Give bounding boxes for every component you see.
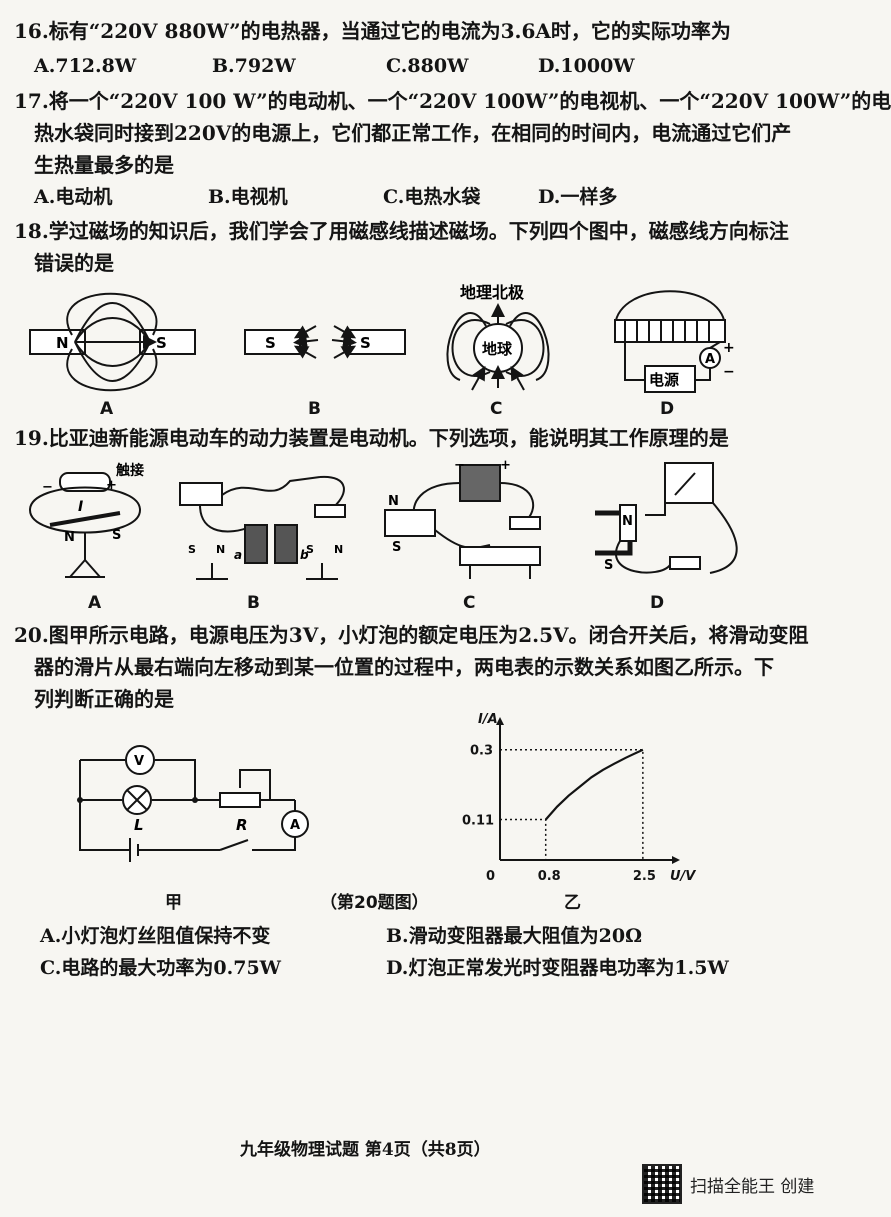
q20-voltmeter-symbol xyxy=(125,745,155,775)
q18-caption-d: D xyxy=(660,399,675,419)
q20-circuit-diagram: V A L R xyxy=(77,745,309,862)
q20-iu-graph: U/V I/A 0 0.8 2.5 0.11 0.3 xyxy=(462,712,696,884)
q19-fig-b-a-label: a xyxy=(234,548,242,562)
q19-fig-a-north-label: N xyxy=(64,530,75,545)
page-footer: 九年级物理试题 第4页（共8页） xyxy=(240,1140,491,1160)
q18-fig-b xyxy=(244,325,406,359)
q19-fig-a-plus-label: + xyxy=(106,478,117,493)
q19-fig-b-south-label-1: S xyxy=(188,543,196,556)
scanner-stamp-text: 扫描全能王 创建 xyxy=(690,1176,815,1197)
q19-fig-b xyxy=(179,475,346,580)
exam-page: 16.标有“220V 880W”的电热器，当通过它的电流为3.6A时，它的实际功… xyxy=(14,19,891,1206)
q18-fig-d-plus-label: + xyxy=(723,340,735,356)
q18-fig-d-power-label: 电源 xyxy=(649,371,679,389)
q17-option-c: C.电热水袋 xyxy=(383,186,481,208)
q19-fig-c xyxy=(384,464,541,579)
q19-fig-a-minus-label: − xyxy=(42,480,53,495)
q19-fig-d-north-label: N xyxy=(622,514,633,529)
q16-option-c: C.880W xyxy=(386,55,469,77)
q19-fig-a-touch-label: 触接 xyxy=(115,462,144,479)
q18-figures: N S S S 地理北极 地球 xyxy=(29,283,735,393)
q20-ammeter-label: A xyxy=(290,818,300,833)
x-tick-label-max: 2.5 xyxy=(633,869,656,884)
x-tick-label-min: 0.8 xyxy=(538,869,561,884)
q19-fig-a xyxy=(29,472,142,578)
q19-figures: 触接 + − I N S S N a b S N xyxy=(29,458,738,580)
q17-stem-line1: 17.将一个“220V 100 W”的电动机、一个“220V 100W”的电视机… xyxy=(14,89,891,113)
q18-fig-d-ammeter-label: A xyxy=(705,352,715,367)
q19-caption-c: C xyxy=(463,593,476,613)
q20-stem-line3: 列判断正确的是 xyxy=(34,687,174,711)
q18-caption-b: B xyxy=(308,399,321,419)
q20-junction-left xyxy=(77,797,83,803)
q19-caption-b: B xyxy=(247,593,260,613)
q19-fig-c-south-label: S xyxy=(392,540,401,555)
series-line-iu xyxy=(544,748,644,821)
q18-fig-d-minus-label: − xyxy=(723,364,735,380)
q19-fig-c-north-label: N xyxy=(388,494,399,509)
q20-caption-mid: （第20题图） xyxy=(320,893,429,913)
y-tick-label-min: 0.11 xyxy=(462,814,494,829)
q20-junction-right xyxy=(192,797,198,803)
guide-max xyxy=(500,748,644,860)
q20-caption-left: 甲 xyxy=(165,893,182,913)
q18-caption-a: A xyxy=(100,399,114,419)
q18-fig-a xyxy=(29,292,196,392)
qr-code-icon xyxy=(642,1164,682,1204)
q20-option-d: D.灯泡正常发光时变阻器电功率为1.5W xyxy=(386,957,729,979)
y-axis-label: I/A xyxy=(478,712,498,727)
q18-fig-b-south-label-left: S xyxy=(265,334,276,352)
q18-fig-b-south-label-right: S xyxy=(360,334,371,352)
q18-fig-c-geo-north-label: 地理北极 xyxy=(460,283,525,302)
q17-option-b: B.电视机 xyxy=(208,186,288,208)
q20-stem-line1: 20.图甲所示电路，电源电压为3V，小灯泡的额定电压为2.5V。闭合开关后，将滑… xyxy=(14,623,809,647)
q20-lamp-cross xyxy=(126,789,148,811)
q20-stem-line2: 器的滑片从最右端向左移动到某一位置的过程中，两电表的示数关系如图乙所示。下 xyxy=(34,655,774,679)
q19-fig-d xyxy=(595,462,738,574)
q16-option-b: B.792W xyxy=(212,55,296,77)
q16-option-a: A.712.8W xyxy=(34,55,137,77)
q16-option-d: D.1000W xyxy=(538,55,635,77)
q20-ammeter-symbol xyxy=(281,810,309,838)
q19-fig-a-current-label: I xyxy=(78,499,83,515)
q20-option-b: B.滑动变阻器最大阻值为20Ω xyxy=(386,925,643,947)
q18-fig-c xyxy=(446,303,550,391)
q19-fig-d-south-label: S xyxy=(604,558,613,573)
q18-fig-c-earth-label: 地球 xyxy=(482,340,513,358)
q16-stem: 16.标有“220V 880W”的电热器，当通过它的电流为3.6A时，它的实际功… xyxy=(14,19,731,43)
q19-caption-a: A xyxy=(88,593,102,613)
q18-caption-c: C xyxy=(490,399,503,419)
q20-caption-right: 乙 xyxy=(564,893,581,913)
q19-caption-d: D xyxy=(650,593,665,613)
y-tick-label-max: 0.3 xyxy=(470,744,493,759)
q19-fig-b-south-label-2: S xyxy=(306,543,314,556)
q17-option-d: D.一样多 xyxy=(538,186,618,208)
q18-stem-line1: 18.学过磁场的知识后，我们学会了用磁感线描述磁场。下列四个图中，磁感线方向标注 xyxy=(14,219,789,243)
origin-label: 0 xyxy=(486,869,495,884)
q18-fig-a-south-label: S xyxy=(156,334,167,352)
q17-stem-line2: 热水袋同时接到220V的电源上，它们都正常工作，在相同的时间内，电流通过它们产 xyxy=(34,121,792,145)
q18-fig-a-north-label: N xyxy=(56,334,69,352)
q18-stem-line2: 错误的是 xyxy=(34,251,114,275)
q19-fig-b-north-label-1: N xyxy=(216,543,225,556)
q17-stem-line3: 生热量最多的是 xyxy=(34,153,174,177)
q19-fig-a-south-label: S xyxy=(112,528,121,543)
q17-option-a: A.电动机 xyxy=(34,186,113,208)
x-axis-arrow xyxy=(672,856,680,864)
q20-voltmeter-label: V xyxy=(134,754,144,769)
q19-fig-c-minus-label: − xyxy=(454,458,465,473)
q19-fig-b-b-label: b xyxy=(300,548,309,562)
q19-stem: 19.比亚迪新能源电动车的动力装置是电动机。下列选项，能说明其工作原理的是 xyxy=(14,426,729,450)
scanner-stamp: 扫描全能王 创建 xyxy=(642,1162,847,1206)
q20-option-c: C.电路的最大功率为0.75W xyxy=(40,957,282,979)
q20-rheostat-label: R xyxy=(236,816,248,834)
q19-fig-c-plus-label: + xyxy=(500,458,511,473)
q20-lamp-label: L xyxy=(134,816,144,834)
q20-option-a: A.小灯泡灯丝阻值保持不变 xyxy=(40,925,271,947)
q19-fig-b-north-label-2: N xyxy=(334,543,343,556)
y-axis-arrow xyxy=(496,717,504,725)
x-axis-label: U/V xyxy=(670,869,696,884)
guide-min xyxy=(500,818,547,860)
q18-fig-d xyxy=(614,290,726,393)
